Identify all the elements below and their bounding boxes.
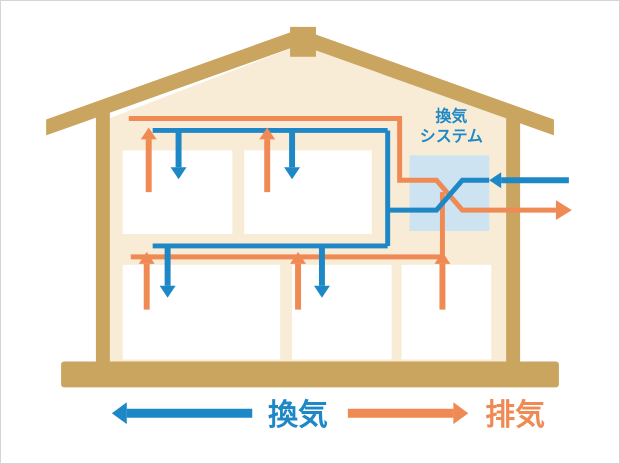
wall-right — [506, 110, 521, 370]
exhaust-outlet-arrowhead — [555, 200, 572, 221]
floor-base — [61, 361, 559, 388]
supply-arrowhead-icon — [159, 285, 176, 298]
roof-beam-right — [300, 28, 554, 136]
legend: 換気 排気 — [111, 399, 545, 432]
supply-duct-unit — [387, 177, 490, 213]
supply-inlet-arrowhead — [489, 172, 502, 189]
exhaust-arrows — [138, 127, 451, 310]
unit-label-line2: システム — [420, 128, 483, 145]
supply-arrowhead-icon — [313, 285, 330, 298]
exhaust-arrowhead-icon — [434, 251, 451, 264]
legend-intake-arrowhead-icon — [111, 402, 127, 425]
wall-left — [95, 110, 110, 370]
unit-label-line1: 換気 — [435, 106, 467, 125]
exhaust-arrowhead-icon — [290, 251, 307, 264]
room-1f-right — [401, 264, 492, 360]
roof-beam-left — [46, 28, 301, 136]
exhaust-duct-main — [128, 116, 556, 213]
supply-ducts — [152, 127, 569, 249]
unit-label: 換気 システム — [420, 106, 483, 145]
exhaust-arrowhead-icon — [140, 127, 157, 140]
legend-exhaust-arrowhead-icon — [453, 402, 469, 425]
legend-intake-label: 換気 — [268, 399, 328, 432]
exhaust-arrowhead-icon — [138, 251, 155, 264]
supply-arrows — [159, 130, 330, 298]
exhaust-arrowhead-icon — [259, 127, 276, 140]
house-structure — [46, 26, 559, 388]
supply-arrowhead-icon — [284, 167, 301, 180]
legend-exhaust-label: 排気 — [485, 399, 545, 432]
room-1f-middle — [292, 264, 392, 360]
room-2f-right — [244, 150, 372, 234]
supply-arrowhead-icon — [170, 167, 187, 180]
